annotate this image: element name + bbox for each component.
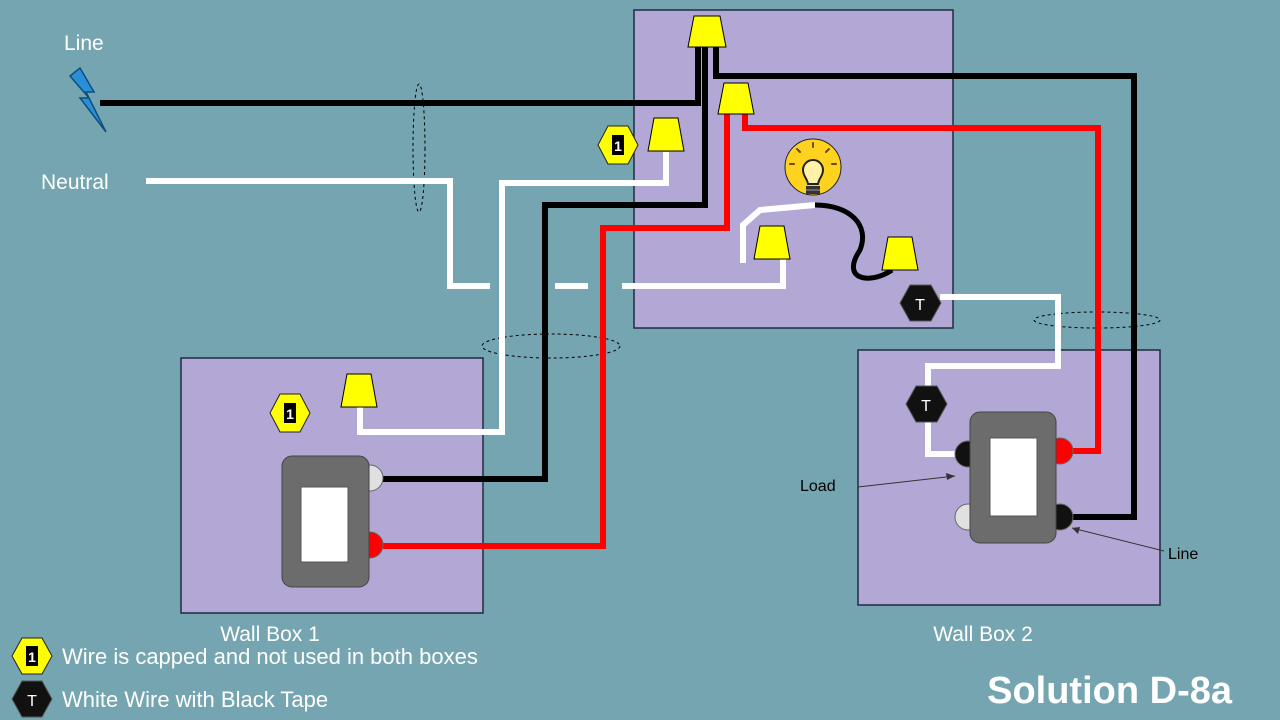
line-hot-wire	[100, 46, 701, 106]
hot-wire	[713, 46, 1137, 520]
diagram-title: Solution D-8a	[987, 670, 1233, 712]
svg-text:T: T	[27, 693, 37, 710]
wire-nut	[717, 82, 755, 115]
legend-tape: T White Wire with Black Tape	[11, 680, 328, 718]
line-pointer-head	[1072, 527, 1080, 534]
wire-nut	[753, 225, 791, 260]
neutral-label: Neutral	[41, 171, 109, 194]
wire-nut	[647, 117, 685, 152]
wall-box-2-label: Wall Box 2	[933, 623, 1033, 646]
svg-text:T: T	[921, 398, 931, 415]
hot-wire	[382, 46, 708, 482]
lightning-bolt-icon	[68, 66, 107, 133]
svg-text:T: T	[915, 297, 925, 314]
wire-nut	[881, 236, 919, 271]
cable-bundle-marker	[412, 83, 426, 213]
line-terminal-label: Line	[1168, 546, 1198, 563]
capped-badge: 1	[597, 125, 639, 165]
cable-bundle-marker	[481, 333, 621, 359]
line-pointer	[1071, 527, 1165, 552]
three-way-switch-1	[281, 455, 384, 588]
fixture-hot-lead	[814, 202, 894, 281]
legend-capped-text: Wire is capped and not used in both boxe…	[62, 644, 478, 669]
svg-text:1: 1	[28, 649, 36, 665]
capped-badge: 1	[269, 393, 311, 433]
line-label: Line	[64, 32, 104, 55]
legend-tape-text: White Wire with Black Tape	[62, 687, 328, 712]
load-pointer-head	[946, 473, 955, 480]
legend-tape-badge	[11, 680, 53, 718]
wall-box-1-label: Wall Box 1	[220, 623, 320, 646]
taped-white-wire	[925, 294, 1061, 457]
traveler-wire	[382, 112, 730, 549]
capped-white-wire	[357, 152, 669, 435]
legend-capped: 1 Wire is capped and not used in both bo…	[11, 637, 478, 675]
three-way-switch-2	[954, 411, 1074, 544]
svg-text:1: 1	[286, 406, 294, 422]
neutral-wire	[622, 258, 786, 289]
neutral-wire	[146, 178, 490, 289]
wire-nut	[340, 373, 378, 408]
light-bulb-icon	[784, 138, 842, 196]
load-pointer	[857, 475, 956, 488]
wire-nut	[687, 15, 727, 48]
black-tape-badge: T	[905, 385, 948, 423]
load-terminal-label: Load	[800, 478, 836, 495]
neutral-wire	[740, 202, 816, 263]
svg-text:1: 1	[614, 138, 622, 154]
traveler-wire	[742, 112, 1101, 454]
black-tape-badge: T	[899, 284, 942, 322]
